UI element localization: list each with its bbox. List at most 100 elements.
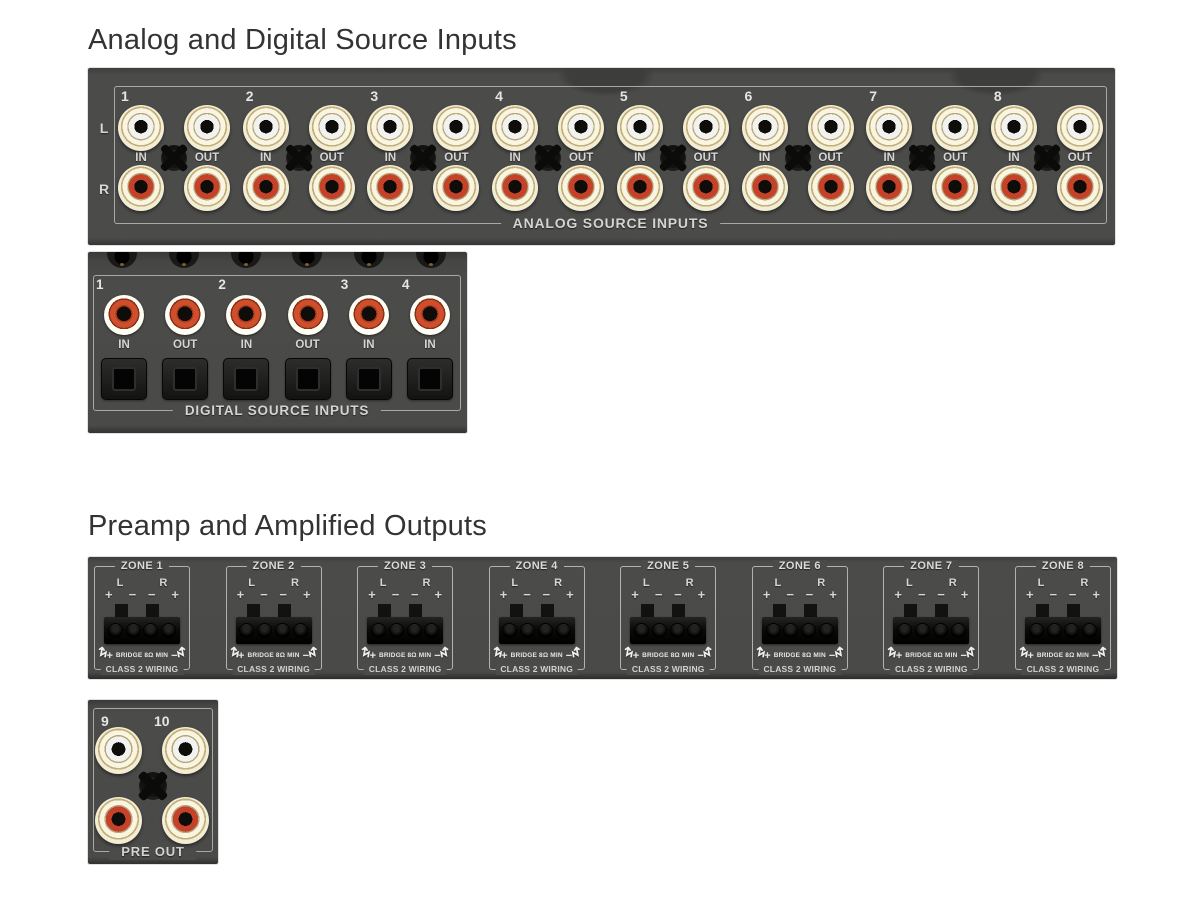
out-label: OUT bbox=[1067, 152, 1093, 164]
lightning-arrow-icon: ↯ bbox=[491, 644, 504, 660]
in-label: IN bbox=[259, 152, 272, 164]
rca-jack-red-out bbox=[932, 165, 979, 211]
polarity-minus: − bbox=[542, 587, 551, 602]
bridge-plus: + bbox=[764, 649, 771, 662]
analog-channel-group: 6 IN OUT bbox=[741, 86, 854, 224]
polarity-plus: + bbox=[105, 587, 113, 602]
analog-channel-group: 5 IN OUT bbox=[616, 86, 729, 224]
terminal-socket bbox=[389, 624, 403, 637]
terminal-socket bbox=[425, 624, 439, 637]
rca-jack-red-in bbox=[492, 165, 539, 211]
bridge-minus: − bbox=[1092, 649, 1099, 662]
zone-title: ZONE 1 bbox=[114, 560, 170, 573]
terminal-socket bbox=[258, 624, 272, 637]
optical-port-opening bbox=[295, 367, 320, 391]
rca-jack-white-in bbox=[866, 105, 913, 151]
zone-right-label: R bbox=[422, 577, 431, 589]
bridge-label: BRIDGE 8Ω MIN bbox=[379, 652, 432, 660]
terminal-socket bbox=[784, 624, 798, 637]
zone-left-label: L bbox=[1037, 577, 1045, 589]
polarity-minus: − bbox=[128, 587, 137, 602]
lightning-arrow-icon: ↯ bbox=[438, 644, 451, 660]
terminal-socket bbox=[951, 624, 965, 637]
polarity-plus: + bbox=[368, 587, 376, 602]
in-label: IN bbox=[509, 152, 521, 164]
rca-jack-white-out bbox=[558, 105, 605, 151]
preout-panel-border: PRE OUT bbox=[93, 708, 213, 860]
terminal-tab bbox=[409, 604, 423, 619]
screw-icon bbox=[285, 145, 312, 171]
polarity-plus: + bbox=[566, 587, 574, 602]
optical-port bbox=[223, 358, 270, 400]
rca-jack-red-in bbox=[990, 165, 1037, 211]
terminal-tab bbox=[540, 604, 554, 619]
zone-right-label: R bbox=[554, 577, 563, 589]
screw-icon bbox=[169, 252, 199, 268]
terminal-tab bbox=[803, 604, 817, 619]
rca-jack-red-in bbox=[242, 165, 289, 211]
terminal-tab bbox=[935, 604, 949, 619]
rca-jack-red-in bbox=[741, 165, 788, 211]
analog-panel-caption: ANALOG SOURCE INPUTS bbox=[500, 215, 721, 232]
rca-jack-white-out bbox=[433, 105, 480, 151]
zone-left-label: L bbox=[248, 577, 255, 589]
rca-jack-white-out bbox=[807, 105, 854, 151]
right-channel-label: R bbox=[98, 181, 110, 197]
zone-right-label: R bbox=[948, 577, 957, 589]
rca-jack-white-in bbox=[118, 105, 164, 151]
bridge-label: BRIDGE 8Ω MIN bbox=[510, 652, 563, 660]
terminal-socket bbox=[1047, 624, 1061, 637]
polarity-plus: + bbox=[171, 587, 179, 602]
screw-icon bbox=[107, 252, 137, 268]
bridge-plus: + bbox=[895, 649, 903, 662]
terminal-tab bbox=[246, 604, 260, 619]
output-number: 10 bbox=[154, 713, 170, 729]
terminal-socket bbox=[521, 624, 535, 637]
zone-left-label: L bbox=[379, 577, 387, 589]
rca-jack-red-in bbox=[866, 165, 913, 211]
analog-channel-group: 7 IN OUT bbox=[866, 86, 979, 224]
lightning-arrow-icon: ↯ bbox=[569, 644, 582, 660]
optical-port-opening bbox=[234, 367, 259, 391]
terminal-tab bbox=[277, 604, 291, 619]
rca-jack-red-out bbox=[433, 165, 480, 211]
terminal-socket bbox=[371, 624, 385, 637]
digital-input-column: 1 IN bbox=[95, 275, 153, 411]
analog-channel-group: 4 IN OUT bbox=[492, 86, 605, 224]
terminal-socket bbox=[240, 624, 254, 637]
zone-title: ZONE 4 bbox=[509, 560, 564, 573]
terminal-socket bbox=[635, 624, 649, 637]
polarity-minus: − bbox=[279, 587, 287, 602]
optical-port-opening bbox=[173, 367, 198, 391]
rca-jack-red-in bbox=[367, 165, 414, 211]
terminal-socket bbox=[670, 624, 684, 637]
zone-left-label: L bbox=[511, 577, 519, 589]
terminal-socket bbox=[293, 624, 307, 637]
coax-jack bbox=[165, 295, 206, 335]
bridge-label: BRIDGE 8Ω MIN bbox=[247, 652, 300, 660]
bridge-label: BRIDGE 8Ω MIN bbox=[642, 652, 695, 660]
digital-panel-caption: DIGITAL SOURCE INPUTS bbox=[172, 402, 382, 419]
out-label: OUT bbox=[693, 152, 718, 164]
digital-panel-border: DIGITAL SOURCE INPUTS bbox=[93, 275, 461, 419]
bridge-minus: − bbox=[434, 649, 441, 662]
rca-jack-red-out bbox=[807, 165, 854, 211]
lightning-arrow-icon: ↯ bbox=[1096, 644, 1108, 660]
rca-jack-white-right bbox=[162, 727, 209, 774]
input-number bbox=[279, 277, 280, 295]
digital-inputs-panel-image: DIGITAL SOURCE INPUTS 1 IN OUT 2 IN bbox=[88, 252, 467, 433]
left-channel-label: L bbox=[99, 120, 109, 136]
in-label: IN bbox=[758, 152, 771, 164]
digital-input-column: OUT bbox=[156, 275, 214, 411]
analog-channel-group: 2 IN OUT bbox=[242, 86, 355, 224]
lightning-arrow-icon: ↯ bbox=[623, 644, 635, 660]
zone-right-label: R bbox=[817, 577, 826, 589]
coax-jack bbox=[287, 295, 328, 335]
polarity-minus: − bbox=[523, 587, 531, 602]
zone-right-label: R bbox=[685, 577, 694, 589]
zone-title: ZONE 2 bbox=[246, 560, 301, 573]
